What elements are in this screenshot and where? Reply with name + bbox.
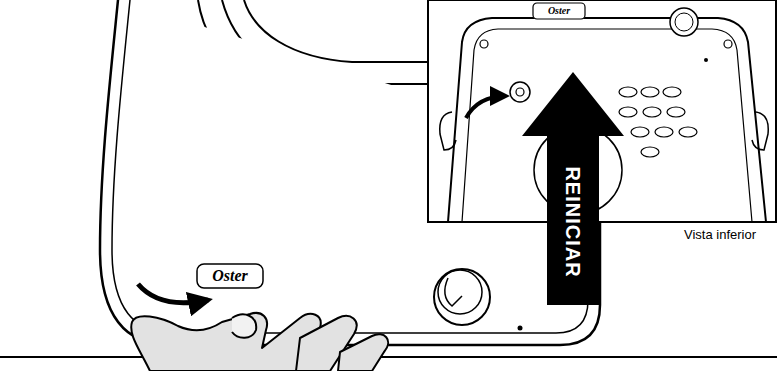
logo-badge <box>533 3 585 19</box>
vent-hole <box>619 107 637 117</box>
vent-hole <box>667 107 685 117</box>
lift-arrow <box>138 284 208 303</box>
indicator-dot <box>518 326 523 331</box>
reset-button <box>510 82 530 102</box>
control-knob <box>670 8 698 36</box>
side-tab <box>440 112 456 150</box>
vent-hole <box>641 87 659 97</box>
vent-hole <box>663 87 681 97</box>
vent-holes <box>619 87 697 157</box>
screw <box>724 40 732 48</box>
vent-hole <box>655 127 673 137</box>
screw <box>480 40 488 48</box>
vent-hole <box>631 127 649 137</box>
view-caption: Vista inferior <box>684 228 756 241</box>
brand-logo: Oster <box>548 6 570 16</box>
vent-hole <box>619 87 637 97</box>
knob-pointer <box>445 278 462 306</box>
brand-logo: Oster <box>212 268 248 284</box>
control-knob <box>434 269 490 325</box>
knob-face <box>675 13 693 31</box>
table-line <box>0 356 777 358</box>
indicator-dot <box>704 58 708 62</box>
reset-arrow <box>522 72 624 305</box>
vent-hole <box>643 107 661 117</box>
vent-hole <box>679 127 697 137</box>
hand <box>131 313 388 371</box>
logo-badge <box>197 264 263 288</box>
vent-hole <box>641 147 659 157</box>
knob-face <box>438 270 482 314</box>
reset-button-center <box>516 88 524 96</box>
side-tab <box>752 112 768 150</box>
hand-finger <box>338 334 388 371</box>
reset-label: REINICIAR <box>563 166 583 277</box>
thumbnail <box>232 314 256 337</box>
hand-palm <box>131 313 320 371</box>
pointer-arrow <box>466 96 506 118</box>
